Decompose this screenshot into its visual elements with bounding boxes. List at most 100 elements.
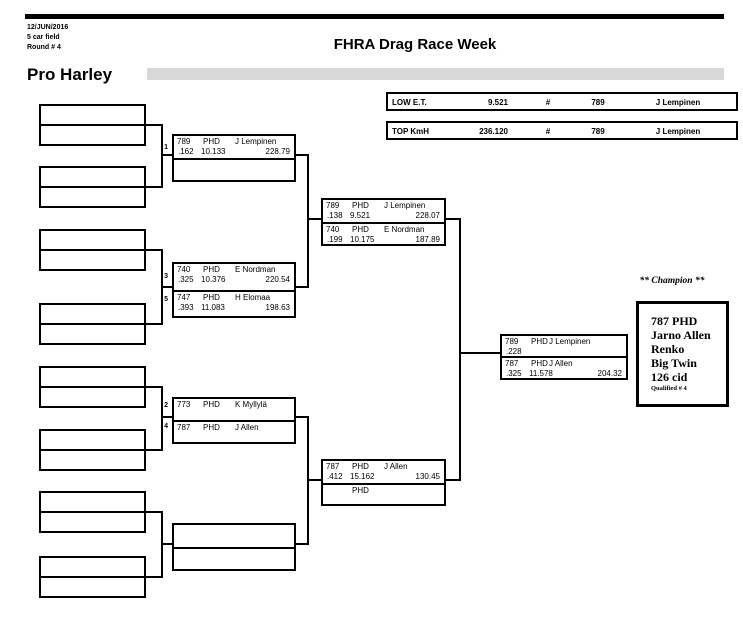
bracket-cell: 747 PHD H Elomaa .393 11.083 198.63 xyxy=(174,290,294,316)
entry-class: PHD xyxy=(531,337,548,346)
round2-match4-box-empty xyxy=(172,523,296,571)
entry-reaction-time: .325 xyxy=(178,275,194,284)
low-et-value: 9.521 xyxy=(487,98,508,107)
connector-line xyxy=(161,154,173,156)
low-et-box: LOW E.T. 9.521 # 789 J Lempinen xyxy=(386,92,738,111)
entry-car-number: 789 xyxy=(326,201,340,210)
top-kmh-hash: # xyxy=(545,127,551,136)
connector-line xyxy=(144,249,163,251)
event-title: FHRA Drag Race Week xyxy=(333,36,497,53)
connector-line xyxy=(144,386,163,388)
entry-number-label: 4 xyxy=(164,423,168,430)
connector-line xyxy=(294,416,309,418)
entry-speed: 228.79 xyxy=(265,147,290,156)
round2-match2-box: 740 PHD E Nordman .325 10.376 220.54 747… xyxy=(172,262,296,318)
champion-qualified: Qualified # 4 xyxy=(651,385,687,392)
entry-elapsed-time: 15.162 xyxy=(350,472,375,481)
entry-driver: J Allen xyxy=(384,462,408,471)
top-kmh-car: 789 xyxy=(591,127,605,136)
bracket-slot-empty xyxy=(39,366,146,388)
entry-driver: J Lempinen xyxy=(549,337,591,346)
entry-elapsed-time: 11.578 xyxy=(529,369,553,378)
bracket-cell: 740 PHD E Nordman .199 10.175 187.89 xyxy=(323,222,444,244)
entry-speed: 220.54 xyxy=(265,275,290,284)
field-size: 5 car field xyxy=(27,34,60,41)
entry-driver: K Myllylä xyxy=(235,400,268,409)
connector-line xyxy=(294,543,309,545)
entry-elapsed-time: 10.376 xyxy=(201,275,226,284)
semifinal1-box: 789 PHD J Lempinen .138 9.521 228.07 740… xyxy=(321,198,446,246)
entry-reaction-time: .393 xyxy=(178,303,194,312)
top-kmh-value: 236.120 xyxy=(479,127,508,136)
connector-line xyxy=(307,218,322,220)
entry-driver: J Allen xyxy=(549,359,573,368)
bracket-slot-empty xyxy=(39,491,146,513)
champion-hometown: Renko xyxy=(651,342,685,356)
class-title-bar xyxy=(147,68,724,80)
connector-line xyxy=(161,286,173,288)
bracket-slot-empty xyxy=(39,386,146,408)
entry-elapsed-time: 10.175 xyxy=(350,235,375,244)
entry-driver: E Nordman xyxy=(384,225,425,234)
champion-driver: Jarno Allen xyxy=(651,328,711,342)
entry-number-label: 2 xyxy=(164,402,168,409)
connector-line xyxy=(444,479,461,481)
bracket-slot-empty xyxy=(39,186,146,208)
entry-reaction-time: .325 xyxy=(506,369,522,378)
entry-class: PHD xyxy=(352,225,369,234)
entry-class: PHD xyxy=(352,486,369,495)
entry-class: PHD xyxy=(352,201,369,210)
entry-elapsed-time: 11.083 xyxy=(201,303,225,312)
top-rule xyxy=(25,14,724,19)
event-date: 12/JUN/2016 xyxy=(27,24,69,31)
entry-speed: 204.32 xyxy=(597,369,622,378)
connector-line xyxy=(307,479,322,481)
entry-number-label: 3 xyxy=(164,273,168,280)
entry-driver: J Lempinen xyxy=(384,201,426,210)
bracket-cell-empty xyxy=(174,547,294,569)
connector-line xyxy=(144,511,163,513)
bracket-cell: 789 PHD J Lempinen .228 xyxy=(502,336,626,356)
connector-line xyxy=(144,576,163,578)
bracket-slot-empty xyxy=(39,303,146,325)
entry-driver: J Allen xyxy=(235,423,259,432)
entry-class: PHD xyxy=(203,137,220,146)
entry-class: PHD xyxy=(203,400,220,409)
champion-box: 787 PHD Jarno Allen Renko Big Twin 126 c… xyxy=(636,301,729,407)
connector-line xyxy=(294,154,309,156)
connector-line xyxy=(459,352,502,354)
entry-car-number: 787 xyxy=(177,423,191,432)
bracket-cell: 789 PHD J Lempinen .138 9.521 228.07 xyxy=(323,200,444,222)
connector-line xyxy=(144,186,163,188)
bracket-cell: 789 PHD J Lempinen .162 10.133 228.79 xyxy=(174,136,294,158)
entry-speed: 130.45 xyxy=(415,472,440,481)
entry-speed: 198.63 xyxy=(265,303,290,312)
bracket-slot-empty xyxy=(39,429,146,451)
entry-reaction-time: .162 xyxy=(178,147,194,156)
top-kmh-box: TOP KmH 236.120 # 789 J Lempinen xyxy=(386,121,738,140)
entry-number-label: 1 xyxy=(164,144,168,151)
entry-class: PHD xyxy=(203,265,220,274)
entry-elapsed-time: 10.133 xyxy=(201,147,226,156)
connector-line xyxy=(144,124,163,126)
connector-line xyxy=(444,218,461,220)
bracket-slot-empty xyxy=(39,576,146,598)
entry-car-number: 773 xyxy=(177,400,191,409)
bracket-slot-empty xyxy=(39,511,146,533)
entry-driver: E Nordman xyxy=(235,265,276,274)
entry-speed: 228.07 xyxy=(415,211,440,220)
bracket-cell: 740 PHD E Nordman .325 10.376 220.54 xyxy=(174,264,294,290)
champion-heading: ** Champion ** xyxy=(639,276,705,286)
entry-class: PHD xyxy=(203,423,220,432)
champion-bike: Big Twin xyxy=(651,356,697,370)
bracket-cell: 787 PHD J Allen .325 11.578 204.32 xyxy=(502,356,626,378)
entry-reaction-time: .138 xyxy=(327,211,343,220)
champion-engine: 126 cid xyxy=(651,370,688,384)
entry-car-number: 789 xyxy=(505,337,519,346)
round2-match1-box: 789 PHD J Lempinen .162 10.133 228.79 xyxy=(172,134,296,182)
low-et-driver: J Lempinen xyxy=(655,98,701,107)
bracket-slot-empty xyxy=(39,556,146,578)
top-kmh-label: TOP KmH xyxy=(392,127,430,136)
entry-driver: J Lempinen xyxy=(235,137,277,146)
